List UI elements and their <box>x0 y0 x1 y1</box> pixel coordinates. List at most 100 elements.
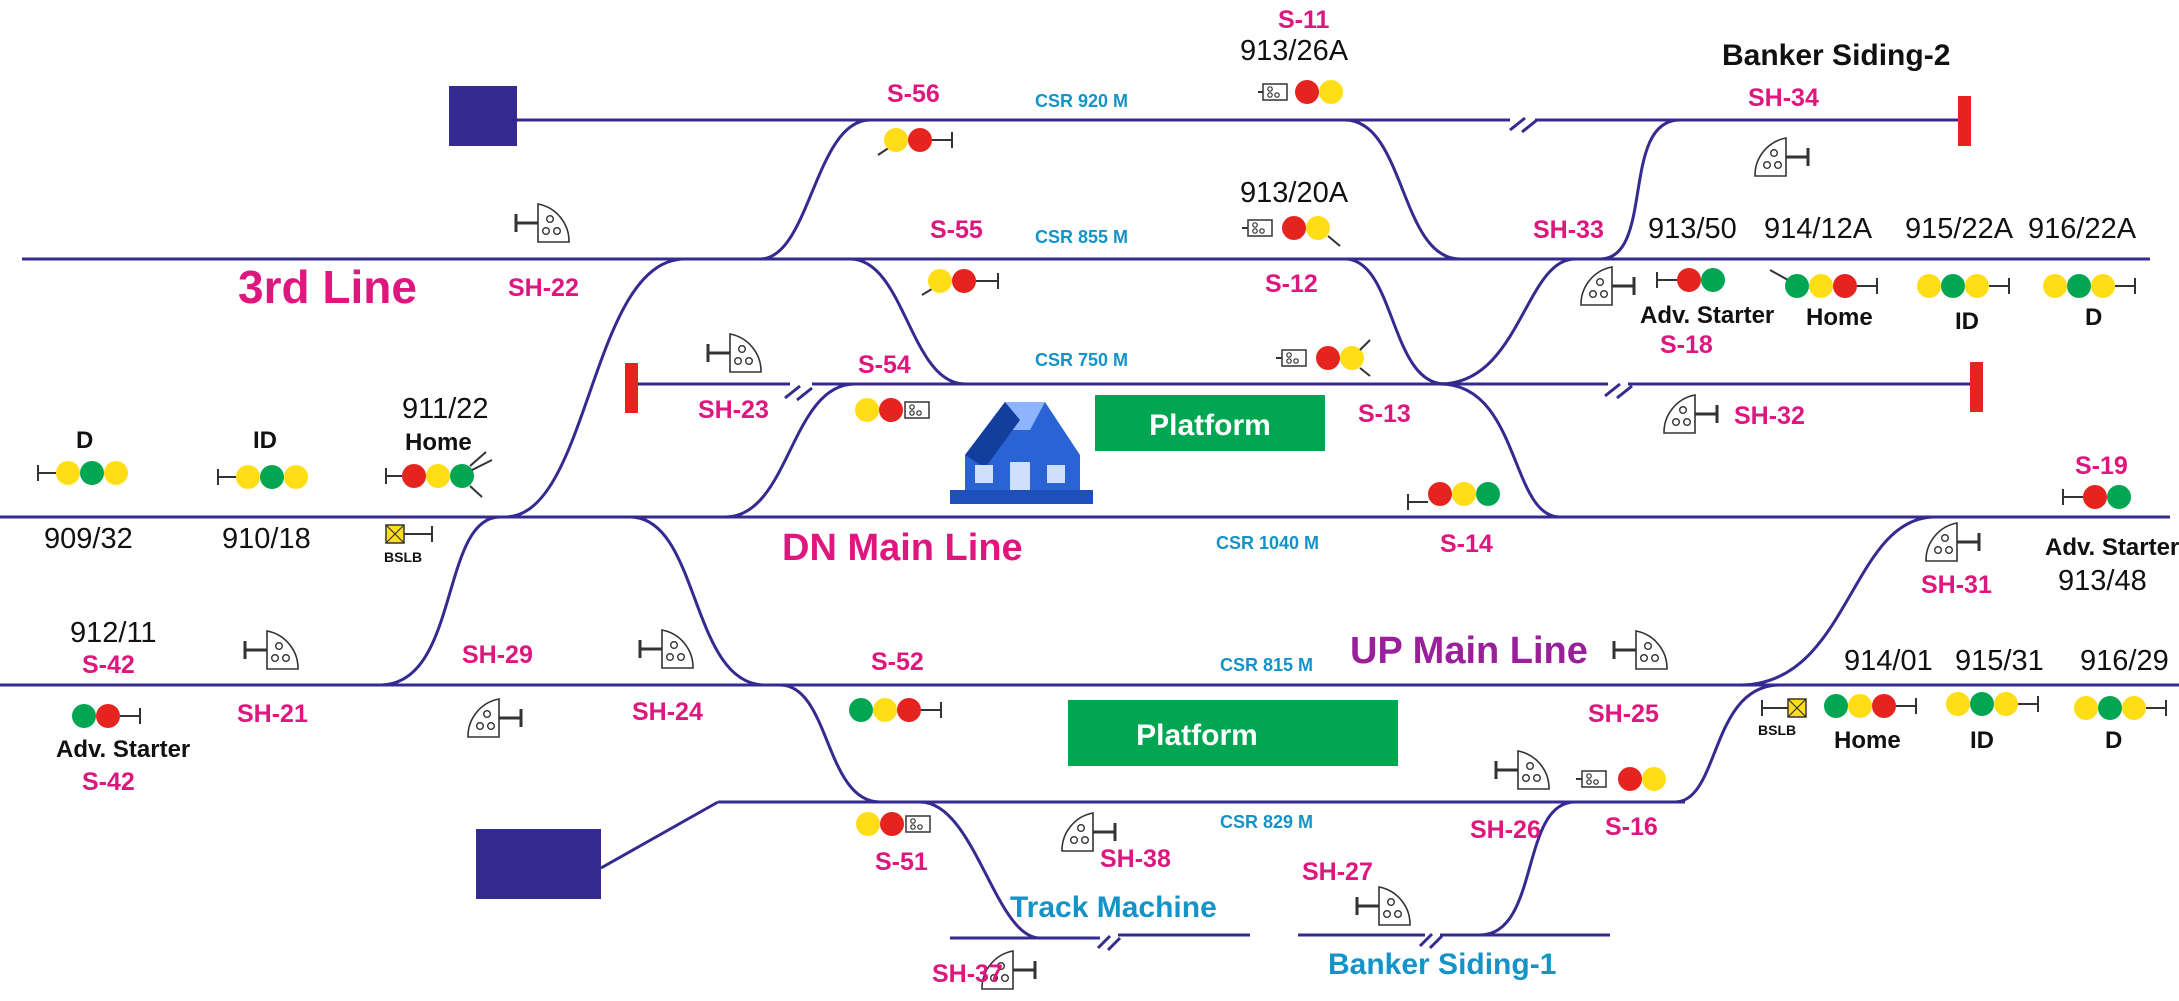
km-post-label: 913/50 <box>1648 213 1737 245</box>
platform-up-label: Platform <box>1136 719 1258 752</box>
signal-type-label: Home <box>405 429 472 456</box>
shunt-signal-icon <box>1926 523 1979 561</box>
signal-type-label: Adv. Starter <box>1640 302 1774 329</box>
km-post-label: 913/20A <box>1240 177 1349 209</box>
signal-s54 <box>855 398 930 422</box>
shunt-label: SH-31 <box>1921 571 1992 599</box>
signal-home-top <box>1769 269 1878 298</box>
signal-s51 <box>856 812 931 836</box>
km-post-label: 914/12A <box>1764 213 1873 245</box>
signal-home-left <box>385 451 493 498</box>
shunt-signal-icon <box>1494 749 1551 791</box>
shunt-signal-icon <box>1755 138 1808 176</box>
csr-label: CSR 920 M <box>1035 91 1128 111</box>
shunt-signal-icon <box>514 202 571 244</box>
signal-s42 <box>72 704 141 728</box>
signal-type-label: D <box>2105 727 2122 754</box>
signal-d-bottom <box>2074 696 2167 720</box>
platform-up <box>1068 700 1398 766</box>
shunt-label: SH-27 <box>1302 858 1373 886</box>
signal-label: S-42 <box>82 651 135 679</box>
signal-label: S-11 <box>1278 6 1330 34</box>
signal-label: S-18 <box>1660 331 1713 359</box>
track-machine-label: Track Machine <box>1010 891 1217 924</box>
signal-label: S-51 <box>875 848 928 876</box>
signal-label: S-14 <box>1440 530 1493 558</box>
signal-id-top <box>1917 274 2010 298</box>
km-post-label: 916/22A <box>2028 213 2137 245</box>
signal-label: S-19 <box>2075 452 2128 480</box>
bslb-board-right <box>1761 698 1807 718</box>
shunt-label: SH-37 <box>932 960 1003 988</box>
km-post-label: 912/11 <box>70 617 157 649</box>
signal-home-bottom <box>1824 694 1917 718</box>
siding-end-block-bottom <box>476 829 601 899</box>
shunt-label: SH-23 <box>698 396 769 424</box>
km-post-label: 911/22 <box>402 393 489 425</box>
signal-label: S-55 <box>930 216 983 244</box>
siding-end-block-top <box>449 86 517 146</box>
signal-type-label: Home <box>1834 727 1901 754</box>
signal-s19 <box>2062 485 2131 509</box>
csr-label: CSR 1040 M <box>1216 533 1319 553</box>
signal-s11 <box>1258 80 1343 104</box>
shunt-label: SH-25 <box>1588 700 1659 728</box>
shunt-signal-icon <box>1355 885 1412 927</box>
shunt-label: SH-22 <box>508 274 579 302</box>
signal-type-label: Home <box>1806 304 1873 331</box>
shunt-label: SH-34 <box>1748 84 1819 112</box>
signal-type-label: D <box>2085 304 2102 331</box>
signal-label: S-54 <box>858 351 911 379</box>
signal-type-label: ID <box>1955 308 1979 335</box>
signal-type-label: D <box>76 427 93 454</box>
banker-siding-2-label: Banker Siding-2 <box>1722 39 1950 72</box>
track-layout <box>0 116 2179 952</box>
km-post-label: 916/29 <box>2080 645 2169 677</box>
platform-dn-label: Platform <box>1149 409 1271 442</box>
signal-s16 <box>1576 767 1666 791</box>
km-post-label: 915/31 <box>1955 645 2044 677</box>
shunt-label: SH-32 <box>1734 402 1805 430</box>
bslb-label: BSLB <box>384 549 422 565</box>
csr-label: CSR 750 M <box>1035 350 1128 370</box>
csr-label: CSR 829 M <box>1220 812 1313 832</box>
shunt-label: SH-29 <box>462 641 533 669</box>
shunt-label: SH-24 <box>632 698 703 726</box>
signal-label: S-56 <box>887 80 940 108</box>
signal-type-label: Adv. Starter <box>2045 534 2179 561</box>
signal-type-label: ID <box>253 427 277 454</box>
station-building-icon <box>950 402 1093 504</box>
csr-label: CSR 855 M <box>1035 227 1128 247</box>
signal-913-20a <box>1242 216 1341 247</box>
buffer-stop-icon <box>1970 362 1983 412</box>
signal-s18 <box>1656 268 1725 292</box>
signal-s56 <box>877 128 953 156</box>
signal-s14 <box>1407 482 1500 510</box>
shunt-label: SH-26 <box>1470 816 1541 844</box>
signal-label: S-16 <box>1605 813 1658 841</box>
shunt-signal-icon <box>638 628 695 670</box>
third-line-label: 3rd Line <box>238 261 417 313</box>
shunt-signal-icon <box>1581 267 1634 305</box>
km-post-label: 913/48 <box>2058 565 2147 597</box>
shunt-signal-icon <box>1664 395 1717 433</box>
bslb-label: BSLB <box>1758 722 1796 738</box>
buffer-stop-icon <box>625 363 638 413</box>
up-main-line-label: UP Main Line <box>1350 630 1588 672</box>
signal-s12 <box>1276 339 1371 377</box>
signal-label: S-52 <box>871 648 924 676</box>
km-post-label: 915/22A <box>1905 213 2014 245</box>
km-post-label: 913/26A <box>1240 35 1349 67</box>
signal-label: S-13 <box>1358 400 1411 428</box>
signal-id-bottom <box>1946 692 2039 716</box>
signal-label: S-12 <box>1265 270 1318 298</box>
signal-s55 <box>921 269 999 296</box>
shunt-signal-icon <box>1612 629 1669 671</box>
shunt-signal-icon <box>706 332 763 374</box>
km-post-label: 909/32 <box>44 523 133 555</box>
shunt-signal-icon <box>468 699 521 737</box>
signal-label: S-42 <box>82 768 135 796</box>
signal-d-left <box>37 461 128 485</box>
km-post-label: 910/18 <box>222 523 311 555</box>
